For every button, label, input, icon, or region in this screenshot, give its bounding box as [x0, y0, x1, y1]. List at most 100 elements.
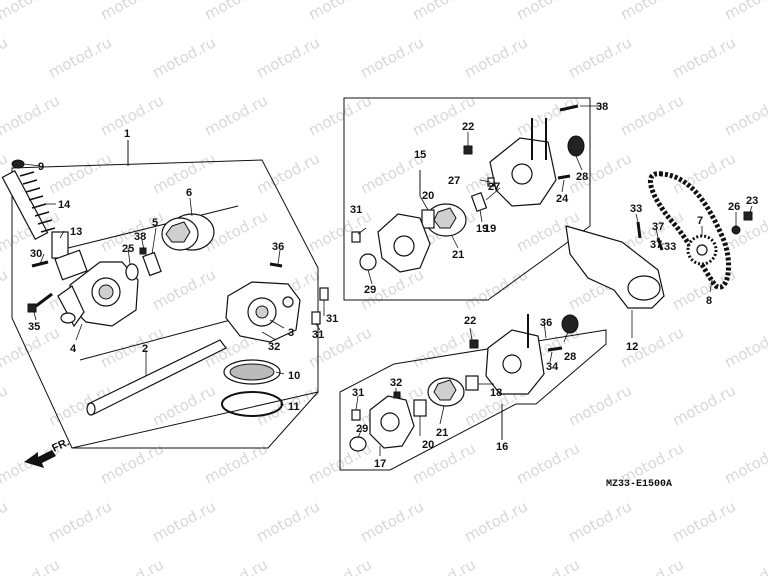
watermark-text: motod.ru [409, 439, 478, 487]
flange-bolt-part [27, 292, 53, 313]
callout-label: 27 [448, 175, 460, 187]
watermark-text: motod.ru [669, 33, 738, 81]
watermark-text: motod.ru [669, 497, 738, 545]
watermark-text: motod.ru [305, 0, 374, 24]
dowel-pin-part [319, 287, 329, 301]
watermark-text: motod.ru [0, 265, 11, 313]
dowel-part [142, 251, 162, 277]
watermark-text: motod.ru [409, 0, 478, 24]
watermark-text: motod.ru [565, 497, 634, 545]
watermark-text: motod.ru [617, 555, 686, 576]
watermark-text: motod.ru [253, 33, 322, 81]
callout-label: 32 [268, 341, 280, 353]
callout-label: 31 [312, 329, 324, 341]
watermark-text: motod.ru [201, 0, 270, 24]
seal-part [349, 436, 367, 452]
bolt-part [547, 346, 563, 352]
callout-label: 38 [596, 101, 608, 113]
callout-label: 38 [134, 231, 146, 243]
nut-part [469, 339, 479, 349]
callout-label: 22 [464, 315, 476, 327]
watermark-text: motod.ru [565, 381, 634, 429]
callout-label: 20 [422, 190, 434, 202]
pump-body-part [369, 395, 415, 449]
watermark-text: motod.ru [0, 33, 11, 81]
callout-label: 37 [650, 239, 662, 251]
callout-label: 23 [746, 195, 758, 207]
watermark-text: motod.ru [617, 91, 686, 139]
nut-part [463, 145, 473, 155]
drive-shaft-part [86, 339, 227, 416]
pin-part [139, 247, 147, 255]
callout-label: 21 [452, 249, 464, 261]
callout-label: 2 [142, 343, 148, 355]
assembly-group-right [565, 171, 753, 309]
callout-label: 37 [652, 221, 664, 233]
watermark-text: motod.ru [201, 439, 270, 487]
watermark-text: motod.ru [357, 33, 426, 81]
callout-label: 36 [272, 241, 284, 253]
oil-seal-part [561, 314, 579, 334]
bolt-part [636, 221, 642, 239]
watermark-text: motod.ru [357, 497, 426, 545]
callout-label: 36 [540, 317, 552, 329]
callout-label: 10 [288, 370, 300, 382]
assembly-group-upper [343, 97, 591, 301]
callout-label: 9 [38, 161, 44, 173]
drive-chain-part [648, 171, 731, 290]
callout-label: 14 [58, 199, 71, 211]
watermark-text: motod.ru [669, 149, 738, 197]
watermark-text: motod.ru [721, 323, 768, 371]
callout-label: 17 [374, 458, 386, 470]
watermark-text: motod.ru [0, 497, 11, 545]
diagram-code: MZ33-E1500A [606, 479, 672, 490]
callout-label: 19 [476, 223, 488, 235]
rear-cover-part [489, 118, 557, 207]
watermark-text: motod.ru [409, 323, 478, 371]
callout-label: 16 [496, 441, 508, 453]
callout-label: 11 [288, 401, 300, 413]
bolt-part [743, 211, 753, 221]
watermark-text: motod.ru [565, 33, 634, 81]
watermark-text: motod.ru [305, 555, 374, 576]
callout-label: 13 [70, 226, 82, 238]
relief-valve-part [51, 231, 69, 259]
watermark-text: motod.ru [201, 555, 270, 576]
front-arrow-icon [24, 450, 56, 468]
watermark-text: motod.ru [45, 149, 114, 197]
watermark-text: motod.ru [305, 91, 374, 139]
watermark-text: motod.ru [409, 555, 478, 576]
watermark-text: motod.ru [513, 555, 582, 576]
pump-housing-part [54, 249, 139, 328]
callout-label: 32 [390, 377, 402, 389]
watermark-text: motod.ru [0, 381, 11, 429]
watermark-text: motod.ru [149, 33, 218, 81]
pin-part [393, 391, 401, 399]
watermark-text: motod.ru [721, 91, 768, 139]
rotor-part [161, 213, 215, 251]
callout-label: 8 [706, 295, 712, 307]
watermark-text: motod.ru [45, 33, 114, 81]
callout-label: 7 [697, 215, 703, 227]
callout-label: 33 [664, 241, 676, 253]
watermark-text: motod.ru [201, 91, 270, 139]
watermark-text: motod.ru [253, 497, 322, 545]
watermark-text: motod.ru [97, 323, 166, 371]
callout-label: 26 [728, 201, 740, 213]
watermark-text: motod.ru [149, 149, 218, 197]
watermark-text: motod.ru [305, 207, 374, 255]
inner-rotor-part [421, 209, 435, 229]
watermark-text: motod.ru [97, 91, 166, 139]
watermark-text: motod.ru [721, 439, 768, 487]
callout-label: 22 [462, 121, 474, 133]
bolt-part [557, 174, 571, 180]
watermark-text: motod.ru [0, 91, 63, 139]
callout-label: 4 [70, 343, 77, 355]
callout-label: 25 [122, 243, 134, 255]
callout-label: 5 [152, 217, 158, 229]
callout-label: 3 [288, 327, 294, 339]
watermark-text: motod.ru [461, 265, 530, 313]
assembly-group-lower [339, 314, 607, 471]
o-ring-part [125, 263, 139, 281]
